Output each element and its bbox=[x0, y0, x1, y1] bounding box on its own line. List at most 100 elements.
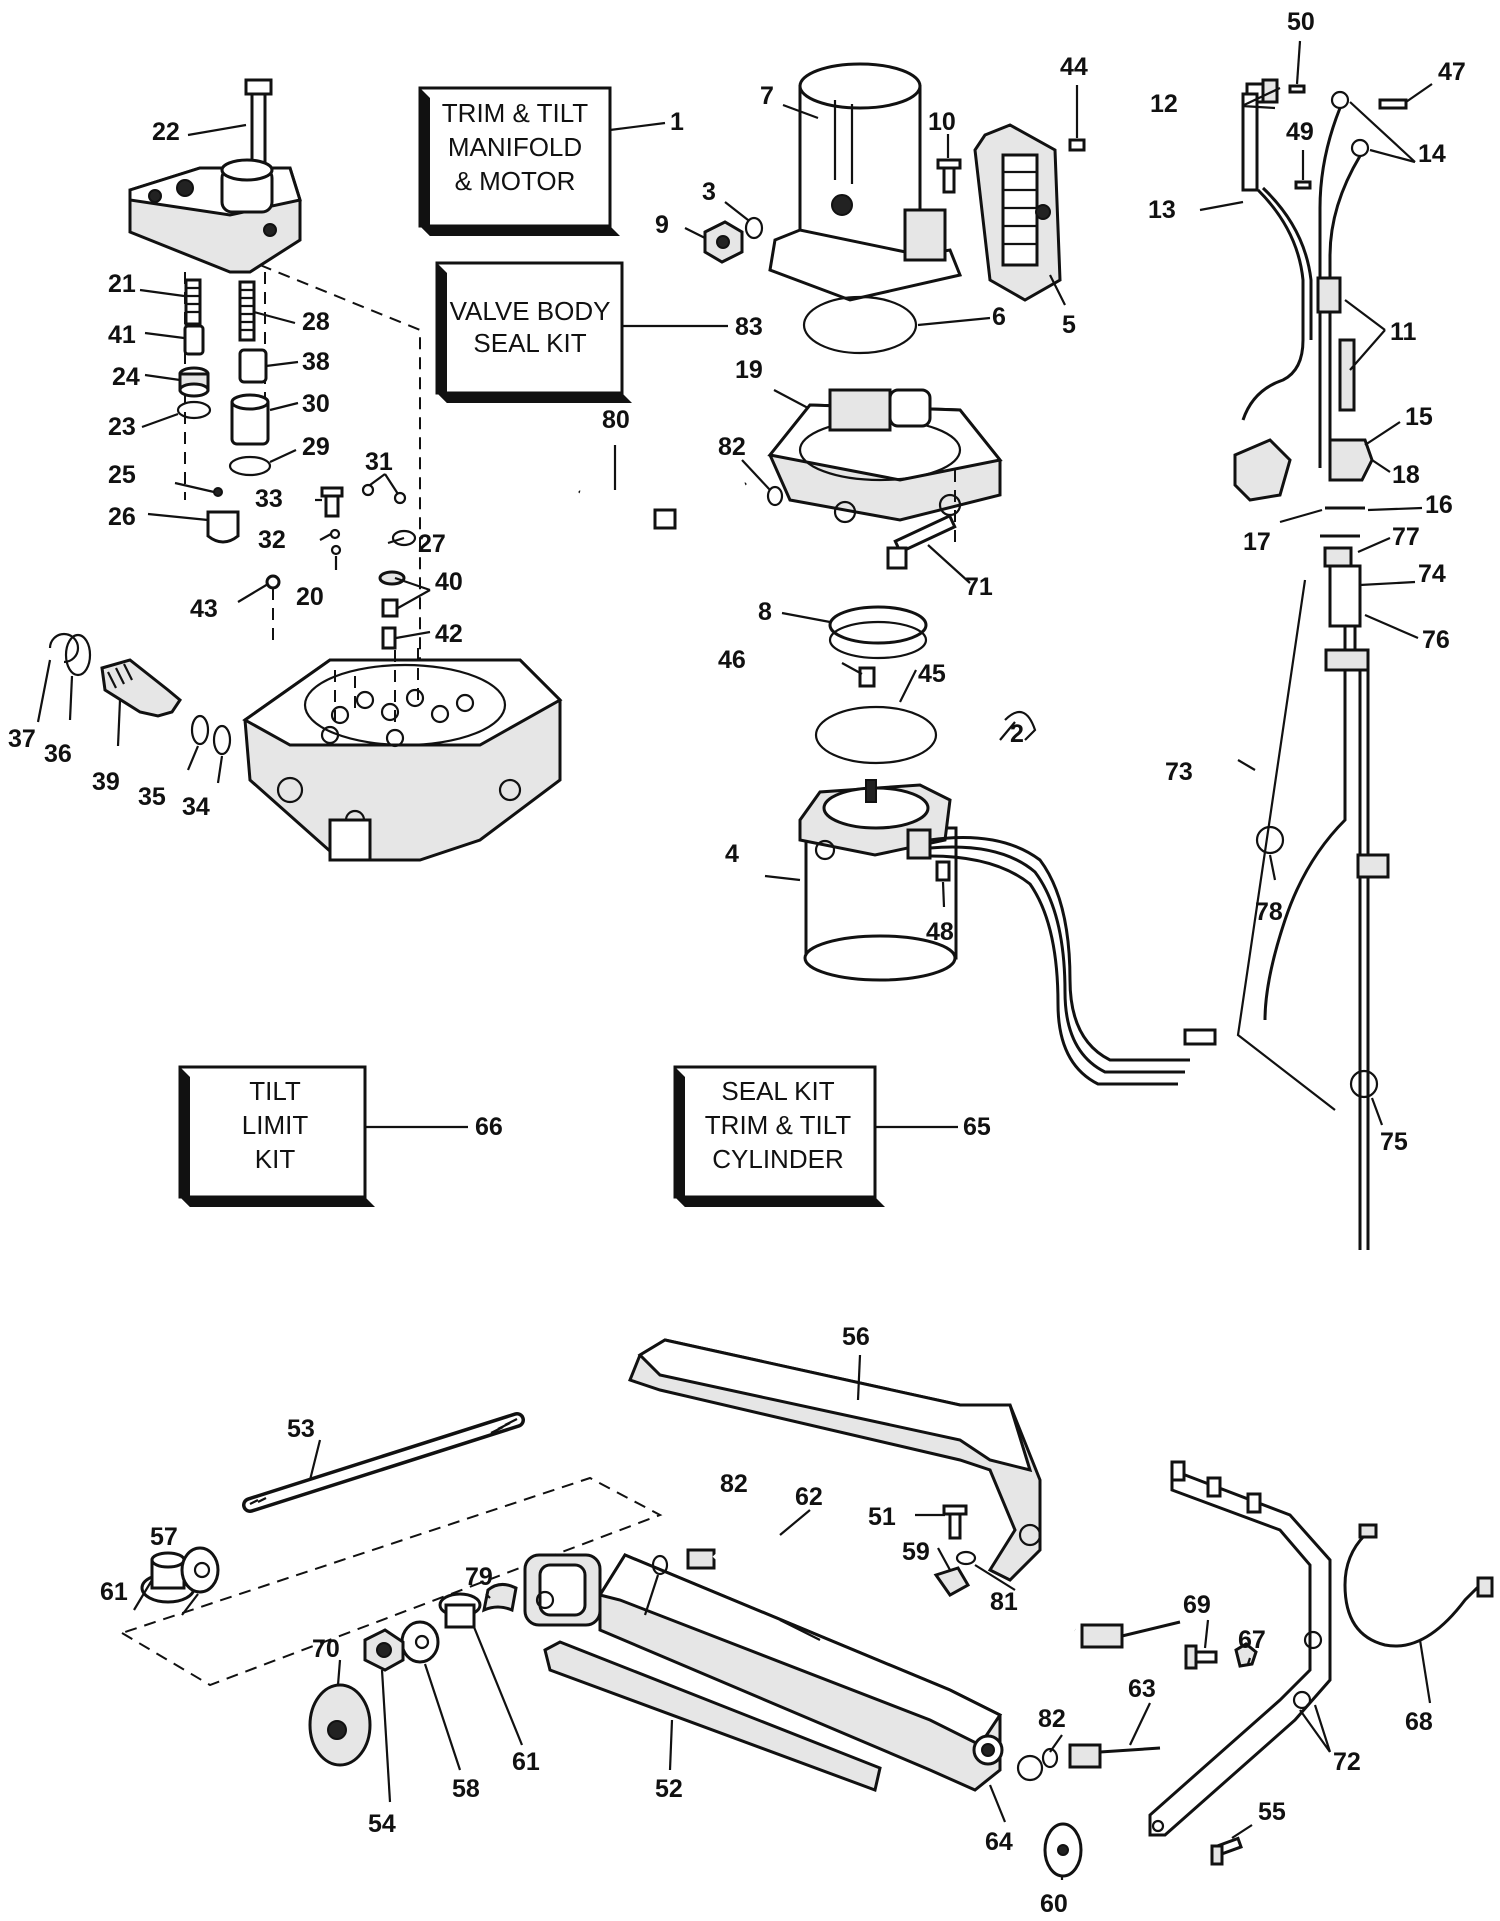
callout-37: 37 bbox=[8, 725, 36, 753]
callout-54: 54 bbox=[368, 1810, 396, 1838]
callout-66: 66 bbox=[475, 1113, 503, 1141]
callout-61b: 61 bbox=[512, 1748, 540, 1776]
leader-lines bbox=[36, 40, 1433, 1880]
motor-seals bbox=[814, 605, 1037, 765]
kit-label-line: TRIM & TILT bbox=[705, 1110, 851, 1140]
callout-40: 40 bbox=[435, 568, 463, 596]
callout-48: 48 bbox=[926, 918, 954, 946]
callout-35: 35 bbox=[138, 783, 166, 811]
tube-80 bbox=[578, 482, 784, 530]
kit-label-line: CYLINDER bbox=[712, 1144, 843, 1174]
callout-16: 16 bbox=[1425, 491, 1453, 519]
reservoir-cover bbox=[768, 62, 963, 302]
callout-52: 52 bbox=[655, 1775, 683, 1803]
callout-25: 25 bbox=[108, 461, 136, 489]
callout-65: 65 bbox=[963, 1113, 991, 1141]
callout-23: 23 bbox=[108, 413, 136, 441]
callout-62: 62 bbox=[795, 1483, 823, 1511]
kit-label-line: VALVE BODY bbox=[450, 296, 611, 326]
callout-43: 43 bbox=[190, 595, 218, 623]
callout-80: 80 bbox=[602, 406, 630, 434]
kit-box-seal-kit-trim-tilt-cylinder: SEAL KIT TRIM & TILT CYLINDER bbox=[673, 1065, 885, 1207]
callout-15: 15 bbox=[1405, 403, 1433, 431]
callout-19: 19 bbox=[735, 356, 763, 384]
callout-33: 33 bbox=[255, 485, 283, 513]
callout-8: 8 bbox=[758, 598, 772, 626]
callout-82b: 82 bbox=[720, 1470, 748, 1498]
callout-55: 55 bbox=[1258, 1798, 1286, 1826]
callout-4: 4 bbox=[725, 840, 739, 868]
callout-22: 22 bbox=[152, 118, 180, 146]
callout-53: 53 bbox=[287, 1415, 315, 1443]
callout-14: 14 bbox=[1418, 140, 1446, 168]
callout-9: 9 bbox=[655, 211, 669, 239]
kit-label-line: SEAL KIT bbox=[473, 328, 586, 358]
callout-26: 26 bbox=[108, 503, 136, 531]
callout-81: 81 bbox=[990, 1588, 1018, 1616]
cylinder-bushings-left bbox=[121, 1476, 663, 1687]
valve-cover-assembly bbox=[128, 78, 421, 700]
pump-manifold-19 bbox=[767, 388, 1003, 550]
callout-41: 41 bbox=[108, 321, 136, 349]
callout-63: 63 bbox=[1128, 1675, 1156, 1703]
callout-50: 50 bbox=[1287, 8, 1315, 36]
electric-motor bbox=[798, 779, 1217, 1086]
callout-67: 67 bbox=[1238, 1626, 1266, 1654]
callout-12: 12 bbox=[1150, 90, 1178, 118]
kit-label-line: LIMIT bbox=[242, 1110, 309, 1140]
callout-60: 60 bbox=[1040, 1890, 1068, 1918]
small-hardware-bottom bbox=[1184, 1642, 1258, 1866]
callout-5: 5 bbox=[1062, 311, 1076, 339]
callout-82c: 82 bbox=[1038, 1705, 1066, 1733]
kit-label-line: MANIFOLD bbox=[448, 132, 582, 162]
callout-numbers: 1 2 3 4 5 6 7 8 9 10 11 12 13 14 15 16 1… bbox=[8, 8, 1466, 1918]
callout-10: 10 bbox=[928, 108, 956, 136]
kit-box-valve-body-seal-kit: VALVE BODY SEAL KIT bbox=[435, 261, 632, 403]
trim-tilt-cylinder bbox=[523, 1553, 1044, 1792]
callout-3: 3 bbox=[702, 178, 716, 206]
callout-36: 36 bbox=[44, 740, 72, 768]
callout-68: 68 bbox=[1405, 1708, 1433, 1736]
manual-release-valve bbox=[48, 632, 232, 756]
callout-31: 31 bbox=[365, 448, 393, 476]
callout-39: 39 bbox=[92, 768, 120, 796]
callout-76: 76 bbox=[1422, 626, 1450, 654]
callout-47: 47 bbox=[1438, 58, 1466, 86]
callout-6: 6 bbox=[992, 303, 1006, 331]
callout-69: 69 bbox=[1183, 1591, 1211, 1619]
callout-56: 56 bbox=[842, 1323, 870, 1351]
callout-49: 49 bbox=[1286, 118, 1314, 146]
kit-label-line: TRIM & TILT bbox=[442, 98, 588, 128]
callout-82a: 82 bbox=[718, 433, 746, 461]
piston-rod-53 bbox=[242, 1412, 525, 1513]
callout-61: 61 bbox=[100, 1578, 128, 1606]
callout-21: 21 bbox=[108, 270, 136, 298]
kit-label-line: TILT bbox=[249, 1076, 301, 1106]
callout-45: 45 bbox=[918, 660, 946, 688]
screw-71 bbox=[886, 513, 957, 570]
callout-78: 78 bbox=[1255, 898, 1283, 926]
callout-18: 18 bbox=[1392, 461, 1420, 489]
callout-30: 30 bbox=[302, 390, 330, 418]
valve-small-parts bbox=[176, 278, 417, 650]
callout-58: 58 bbox=[452, 1775, 480, 1803]
kit-box-tilt-limit-kit: TILT LIMIT KIT bbox=[178, 1065, 375, 1207]
kit-label-line: KIT bbox=[255, 1144, 296, 1174]
callout-74: 74 bbox=[1418, 560, 1446, 588]
fuse-block bbox=[973, 123, 1062, 302]
manifold-base bbox=[242, 640, 563, 862]
callout-29: 29 bbox=[302, 433, 330, 461]
callout-17: 17 bbox=[1243, 528, 1271, 556]
callout-73: 73 bbox=[1165, 758, 1193, 786]
callout-2: 2 bbox=[1010, 720, 1024, 748]
callout-1: 1 bbox=[670, 108, 684, 136]
callout-20: 20 bbox=[296, 583, 324, 611]
kit-label-line: SEAL KIT bbox=[721, 1076, 834, 1106]
callout-7: 7 bbox=[760, 82, 774, 110]
callout-57: 57 bbox=[150, 1523, 178, 1551]
callout-32: 32 bbox=[258, 526, 286, 554]
tilt-parts-lower bbox=[308, 1583, 882, 1792]
callout-44: 44 bbox=[1060, 53, 1088, 81]
callout-64: 64 bbox=[985, 1828, 1013, 1856]
bracket-72 bbox=[1148, 1460, 1332, 1837]
